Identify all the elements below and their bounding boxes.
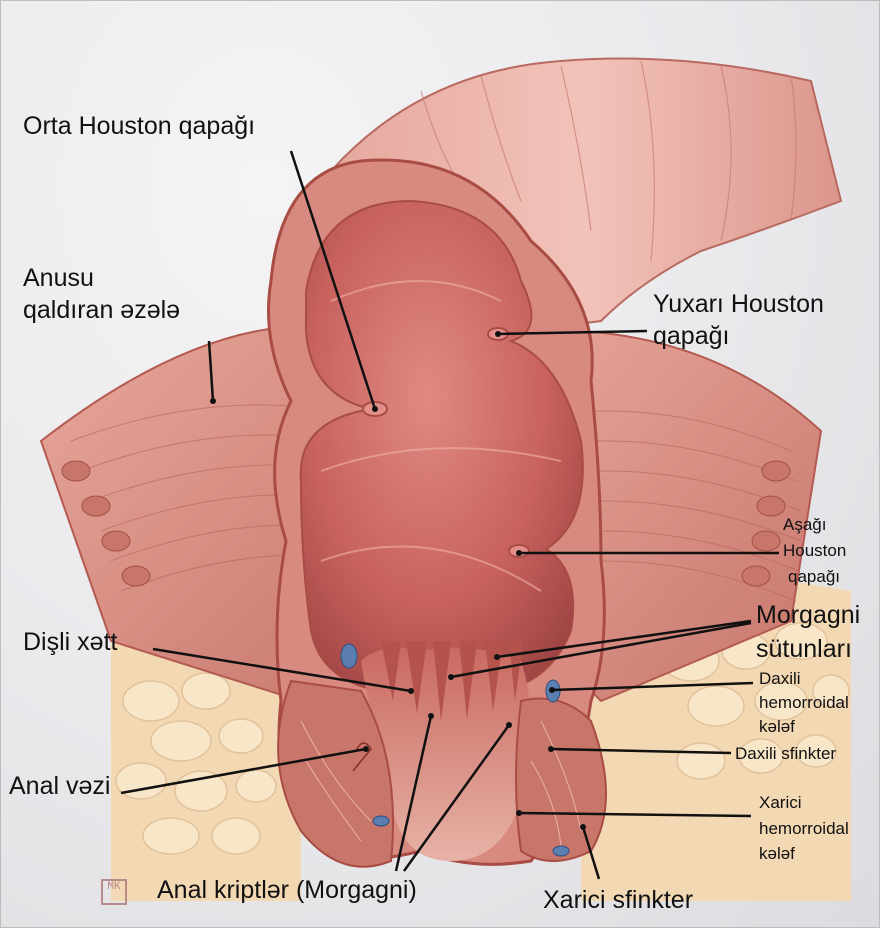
label-asagi-line2: Houston — [783, 541, 846, 561]
label-xarici-sfinkter: Xarici sfinkter — [543, 885, 693, 915]
label-daxili-hem-line2: hemorroidal — [759, 693, 849, 713]
label-anusu-line2: qaldıran əzələ — [23, 295, 180, 325]
label-xarici-hem-line2: hemorroidal — [759, 819, 849, 839]
label-anusu-line1: Anusu — [23, 263, 94, 293]
label-anal-kriptler: Anal kriptlər (Morgagni) — [157, 875, 417, 905]
label-xarici-hem-line3: kələf — [759, 844, 795, 864]
label-morgagni-line2: sütunları — [756, 634, 852, 664]
label-daxili-hem-line1: Daxili — [759, 669, 801, 689]
label-morgagni-line1: Morgagni — [756, 600, 860, 630]
label-asagi-line3: qapağı — [788, 567, 840, 587]
label-yuxari-line1: Yuxarı Houston — [653, 289, 824, 319]
label-anal-vezi: Anal vəzi — [9, 771, 110, 801]
watermark-logo: MK — [101, 879, 127, 905]
label-daxili-sfinkter: Daxili sfinkter — [735, 744, 836, 764]
label-asagi-line1: Aşağı — [783, 515, 826, 535]
label-daxili-hem-line3: kələf — [759, 717, 795, 737]
label-orta-houston: Orta Houston qapağı — [23, 111, 255, 141]
label-yuxari-line2: qapağı — [653, 321, 729, 351]
label-xarici-hem-line1: Xarici — [759, 793, 802, 813]
label-disli-xett: Dişli xətt — [23, 627, 117, 657]
